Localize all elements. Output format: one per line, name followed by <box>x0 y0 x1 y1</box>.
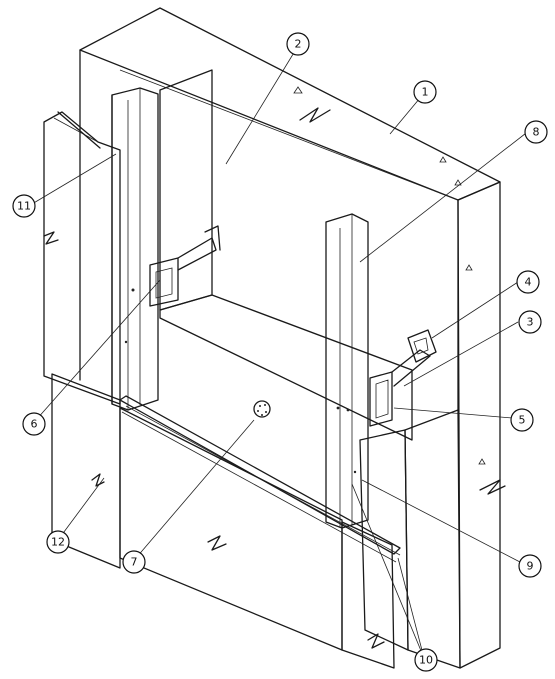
callout-3: 3 <box>518 310 542 334</box>
callout-2: 2 <box>286 32 310 56</box>
vertical-guide-rail-right <box>325 213 369 529</box>
callout-1-label: 1 <box>422 86 429 99</box>
callout-1: 1 <box>413 80 437 104</box>
callout-8: 8 <box>524 120 548 144</box>
leader-lines <box>31 45 531 659</box>
callout-9-label: 9 <box>527 560 534 573</box>
callout-5-label: 5 <box>519 414 526 427</box>
callout-9: 9 <box>518 554 542 578</box>
concrete-wall <box>79 7 506 669</box>
callout-10-label: 10 <box>419 654 433 667</box>
callout-4: 4 <box>516 270 540 294</box>
callout-11-label: 11 <box>17 200 31 213</box>
wall-bracket-right <box>369 329 437 427</box>
callout-3-label: 3 <box>527 316 534 329</box>
insulation-layer <box>159 69 461 669</box>
callout-10: 10 <box>414 648 438 672</box>
callout-11: 11 <box>12 194 36 218</box>
callout-12: 12 <box>46 530 70 554</box>
callout-5: 5 <box>510 408 534 432</box>
callout-12-label: 12 <box>51 536 65 549</box>
callout-7-label: 7 <box>131 556 138 569</box>
callout-7: 7 <box>122 550 146 574</box>
cladding-panel-lower-right <box>341 521 395 669</box>
cladding-panel-lower-middle <box>119 400 343 651</box>
cladding-panel-upper <box>43 111 121 405</box>
callout-6: 6 <box>22 412 46 436</box>
callout-4-label: 4 <box>525 276 532 289</box>
callout-8-label: 8 <box>533 126 540 139</box>
wall-bracket-left <box>149 225 221 307</box>
callout-2-label: 2 <box>295 38 302 51</box>
callout-6-label: 6 <box>31 418 38 431</box>
vertical-guide-rail-left <box>111 87 159 411</box>
